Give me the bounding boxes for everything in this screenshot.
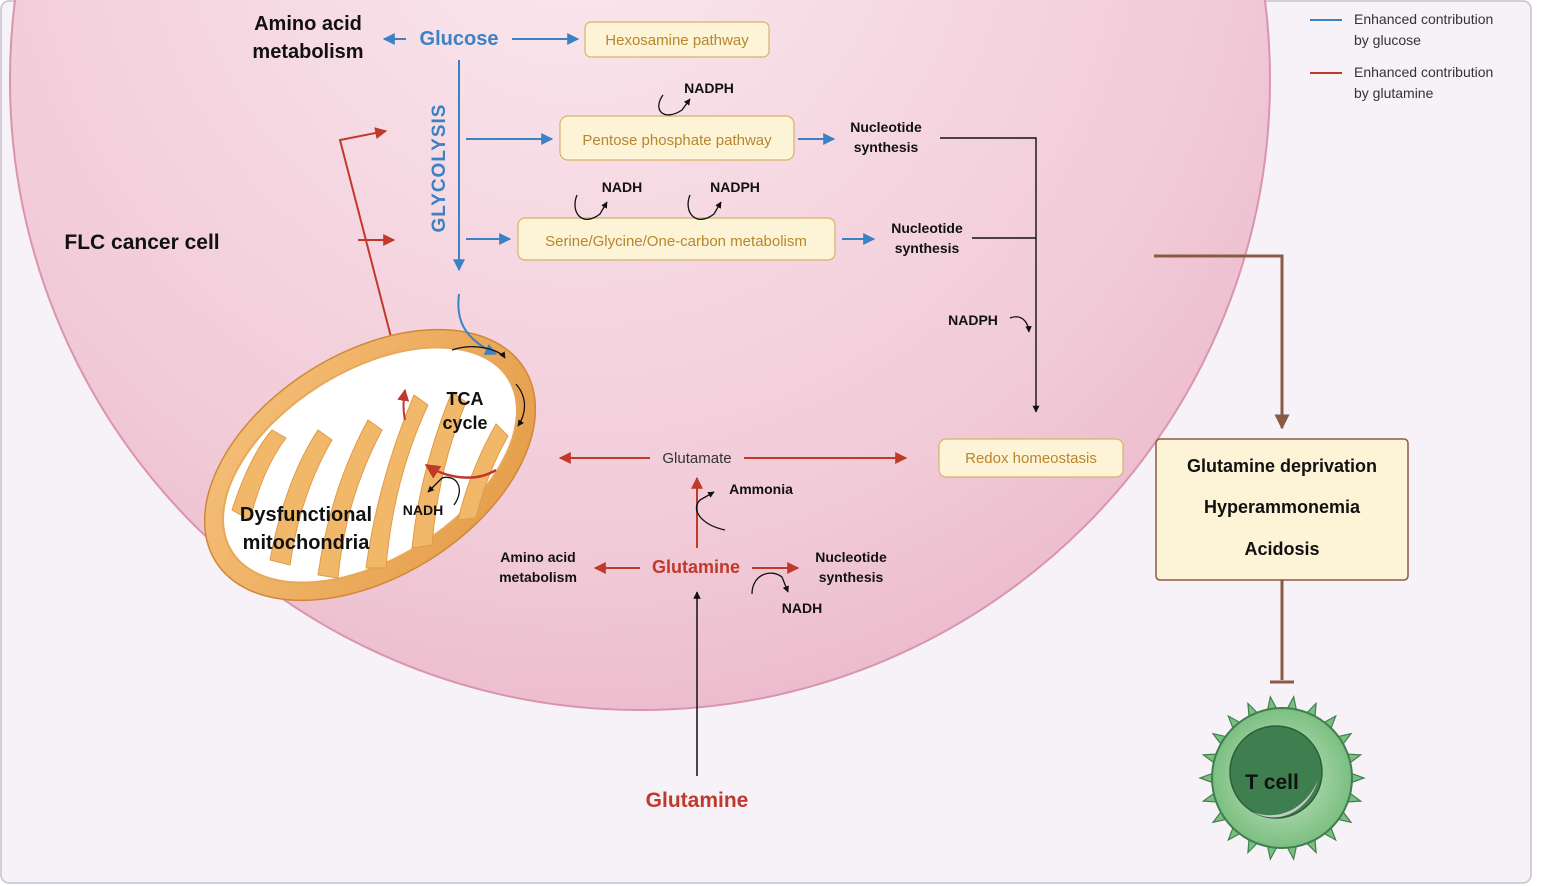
nadph-label-serine: NADPH [710,179,760,195]
legend-glutamine-line1: Enhanced contribution [1354,64,1493,80]
glutamine-inner-label: Glutamine [652,557,740,577]
serine-label: Serine/Glycine/One-carbon metabolism [545,233,807,250]
redox-label: Redox homeostasis [965,450,1097,467]
arrow-nucleotide-to-redox [940,137,1040,413]
ammonia-curve [695,491,726,531]
effect-hyperammonemia: Hyperammonemia [1204,497,1361,517]
arrow-mito-to-glycolysis-top [338,127,399,365]
nucleotide-1-line2: synthesis [854,139,919,155]
nadh-curve-serine [574,194,608,220]
glycolysis-label: GLYCOLYSIS [429,104,450,233]
ammonia-label: Ammonia [729,481,793,497]
arrow-glycolysis-to-tca [457,293,498,355]
nucleotide-2-line1: Nucleotide [891,220,963,236]
tca-cycle-arrow-right [515,383,526,427]
nucleotide-3-line2: synthesis [819,569,884,585]
legend: Enhanced contribution by glucose Enhance… [1310,11,1493,101]
nadph-label-redox: NADPH [948,312,998,328]
mito-label-line2: mitochondria [243,532,371,554]
redox-box [938,438,1124,478]
nadh-curve-mito [427,476,460,506]
pentose-box [559,115,795,161]
pentose-label: Pentose phosphate pathway [582,132,772,149]
amino-acid-bottom-line2: metabolism [499,569,577,585]
tca-red-up-arrow [397,388,410,421]
tcell-nucleus [1229,725,1323,819]
glutamine-outer-label: Glutamine [646,789,749,812]
effect-acidosis: Acidosis [1244,539,1319,559]
mitochondrion [203,328,537,602]
arrow-cell-to-effects [1154,254,1290,430]
serine-box [517,217,836,261]
nadph-curve-pentose [658,94,691,116]
nadph-curve-redox [1009,316,1032,333]
arrow-glutamine-into-tca [424,463,497,479]
hexosamine-box [584,21,770,58]
legend-glucose-line1: Enhanced contribution [1354,11,1493,27]
tcell [1198,695,1366,861]
nucleotide-1-line1: Nucleotide [850,119,922,135]
tca-line2: cycle [442,413,487,433]
nucleotide-3-line1: Nucleotide [815,549,887,565]
nucleotide-2-line2: synthesis [895,240,960,256]
cell-title: FLC cancer cell [64,231,219,254]
tca-cycle-arrow-top [451,346,506,359]
nadh-label-glutamine: NADH [782,600,822,616]
nadh-label-serine: NADH [602,179,642,195]
amino-acid-top-line2: metabolism [252,41,363,63]
nadh-curve-glutamine [751,572,789,595]
tcell-label: T cell [1245,771,1299,794]
nadph-label-pentose: NADPH [684,80,734,96]
mito-label-line1: Dysfunctional [240,504,372,526]
glucose-label: Glucose [420,28,499,50]
tca-line1: TCA [447,389,484,409]
nadph-curve-serine [687,194,722,220]
legend-glucose-line2: by glucose [1354,32,1421,48]
legend-glutamine-line2: by glutamine [1354,85,1434,101]
amino-acid-bottom-line1: Amino acid [500,549,575,565]
hexosamine-label: Hexosamine pathway [605,32,749,49]
glutamate-label: Glutamate [662,450,731,467]
nadh-label-mito: NADH [403,502,443,518]
amino-acid-top-line1: Amino acid [254,13,362,35]
effect-glutamine-deprivation: Glutamine deprivation [1187,456,1377,476]
